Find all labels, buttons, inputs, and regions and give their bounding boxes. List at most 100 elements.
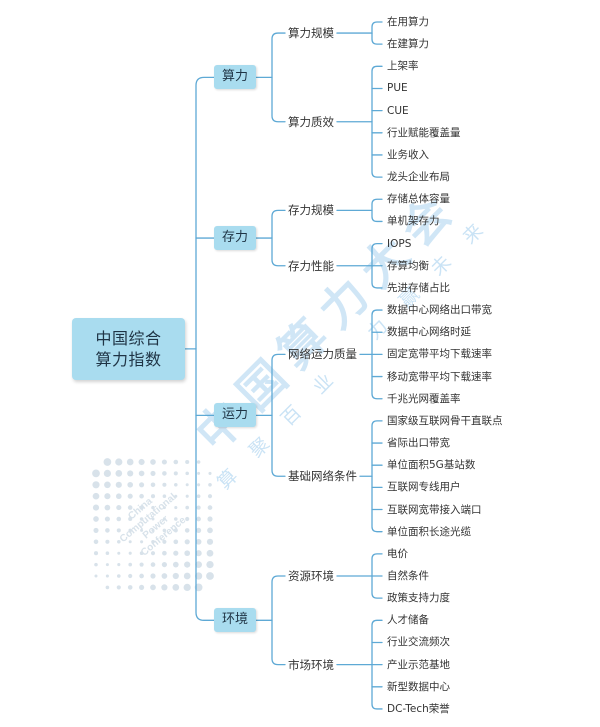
logo-dot <box>116 585 121 590</box>
logo-dot <box>105 563 109 567</box>
logo-dot <box>127 585 133 590</box>
logo-dot <box>197 483 201 487</box>
logo-dot <box>196 527 202 533</box>
logo-dot <box>206 549 214 557</box>
logo-dot <box>105 539 110 544</box>
indicator-label: DC-Tech荣誉 <box>387 702 450 715</box>
logo-dot <box>140 528 144 532</box>
root-title-line2: 算力指数 <box>95 349 162 369</box>
logo-dot <box>208 482 212 487</box>
logo-dot <box>115 493 122 500</box>
logo-dot <box>195 561 202 568</box>
logo-dot <box>138 470 145 477</box>
logo-dot <box>162 539 167 544</box>
logo-dot <box>116 574 121 578</box>
logo-dot <box>127 493 133 499</box>
logo-dot <box>173 471 178 476</box>
logo-dot <box>128 551 132 555</box>
logo-dot <box>162 528 167 533</box>
logo-dot <box>93 551 99 556</box>
logo-dot <box>173 517 178 521</box>
indicator-label: 单机架存力 <box>387 215 440 228</box>
branch-node: 运力 <box>214 403 256 428</box>
logo-dot <box>184 539 190 545</box>
logo-dot <box>139 482 145 488</box>
connector-line <box>371 65 383 178</box>
subcategory-label: 基础网络条件 <box>288 469 357 484</box>
logo-dot <box>194 572 203 580</box>
logo-dot <box>162 494 167 498</box>
logo-dot <box>150 459 156 465</box>
logo-dot <box>92 481 100 489</box>
connector-line <box>271 353 286 477</box>
logo-dot <box>185 505 190 510</box>
logo-dot <box>139 505 144 510</box>
logo-dot <box>162 550 167 556</box>
root-node: 中国综合算力指数 <box>72 317 185 380</box>
logo-dot <box>104 493 111 500</box>
logo-dot <box>139 584 145 590</box>
logo-dot <box>116 528 121 533</box>
logo-dot <box>183 572 191 580</box>
subcategory-label: 算力规模 <box>288 26 334 41</box>
logo-dot <box>207 494 213 499</box>
indicator-label: 政策支持力度 <box>387 592 450 605</box>
logo-dot <box>117 540 121 544</box>
logo-dot <box>150 551 156 556</box>
indicator-label: 人才储备 <box>387 614 429 627</box>
logo-dot <box>139 562 144 567</box>
indicator-label: 省际出口带宽 <box>387 437 450 450</box>
indicator-label: 单位面积长途光缆 <box>387 525 471 538</box>
indicator-label: 千兆光网覆盖率 <box>387 392 461 405</box>
logo-dot <box>196 460 201 464</box>
logo-dot <box>128 528 132 533</box>
logo-dot <box>172 572 179 580</box>
connector-line <box>271 209 286 267</box>
logo-dot <box>117 551 121 555</box>
indicator-label: 互联网宽带接入端口 <box>387 503 482 516</box>
logo-dot <box>115 470 123 477</box>
logo-dot <box>127 470 134 477</box>
logo-dot <box>116 516 122 522</box>
logo-dot <box>162 506 166 510</box>
logo-dot <box>162 517 166 521</box>
logo-dot <box>105 574 109 578</box>
indicator-label: 电价 <box>387 547 408 560</box>
logo-dot <box>127 481 134 488</box>
connector-line <box>371 21 383 45</box>
logo-dot <box>94 574 98 578</box>
logo-dot <box>184 561 191 568</box>
logo-dot <box>150 470 156 476</box>
logo-dot <box>139 517 144 521</box>
logo-dot <box>184 550 191 557</box>
indicator-label: 业务收入 <box>387 148 429 161</box>
logo-dot <box>207 516 213 522</box>
logo-dot <box>128 562 133 567</box>
logo-dot <box>105 551 110 555</box>
indicator-label: IOPS <box>387 237 412 250</box>
logo-dot <box>117 563 121 567</box>
logo-dot <box>197 471 201 475</box>
branch-node: 环境 <box>214 608 256 633</box>
connector-line <box>371 420 383 533</box>
logo-dot <box>208 471 212 475</box>
indicator-label: 上架率 <box>387 60 419 73</box>
subcategory-label: 市场环境 <box>288 657 334 672</box>
indicator-label: 先进存储占比 <box>387 281 450 294</box>
logo-dot <box>195 538 202 545</box>
connector-line <box>195 76 215 621</box>
logo-dot <box>185 483 189 487</box>
branch-node: 存力 <box>214 226 256 251</box>
logo-dot <box>151 539 155 544</box>
logo-dot <box>162 482 167 487</box>
logo-dot <box>103 458 112 466</box>
logo-dot-grid <box>92 458 214 592</box>
indicator-label: 在建算力 <box>387 38 429 51</box>
logo-dot <box>161 584 168 591</box>
logo-dot <box>128 540 132 544</box>
logo-dot <box>185 494 189 498</box>
indicator-label: 产业示范基地 <box>387 658 450 671</box>
logo-dot <box>115 481 122 488</box>
